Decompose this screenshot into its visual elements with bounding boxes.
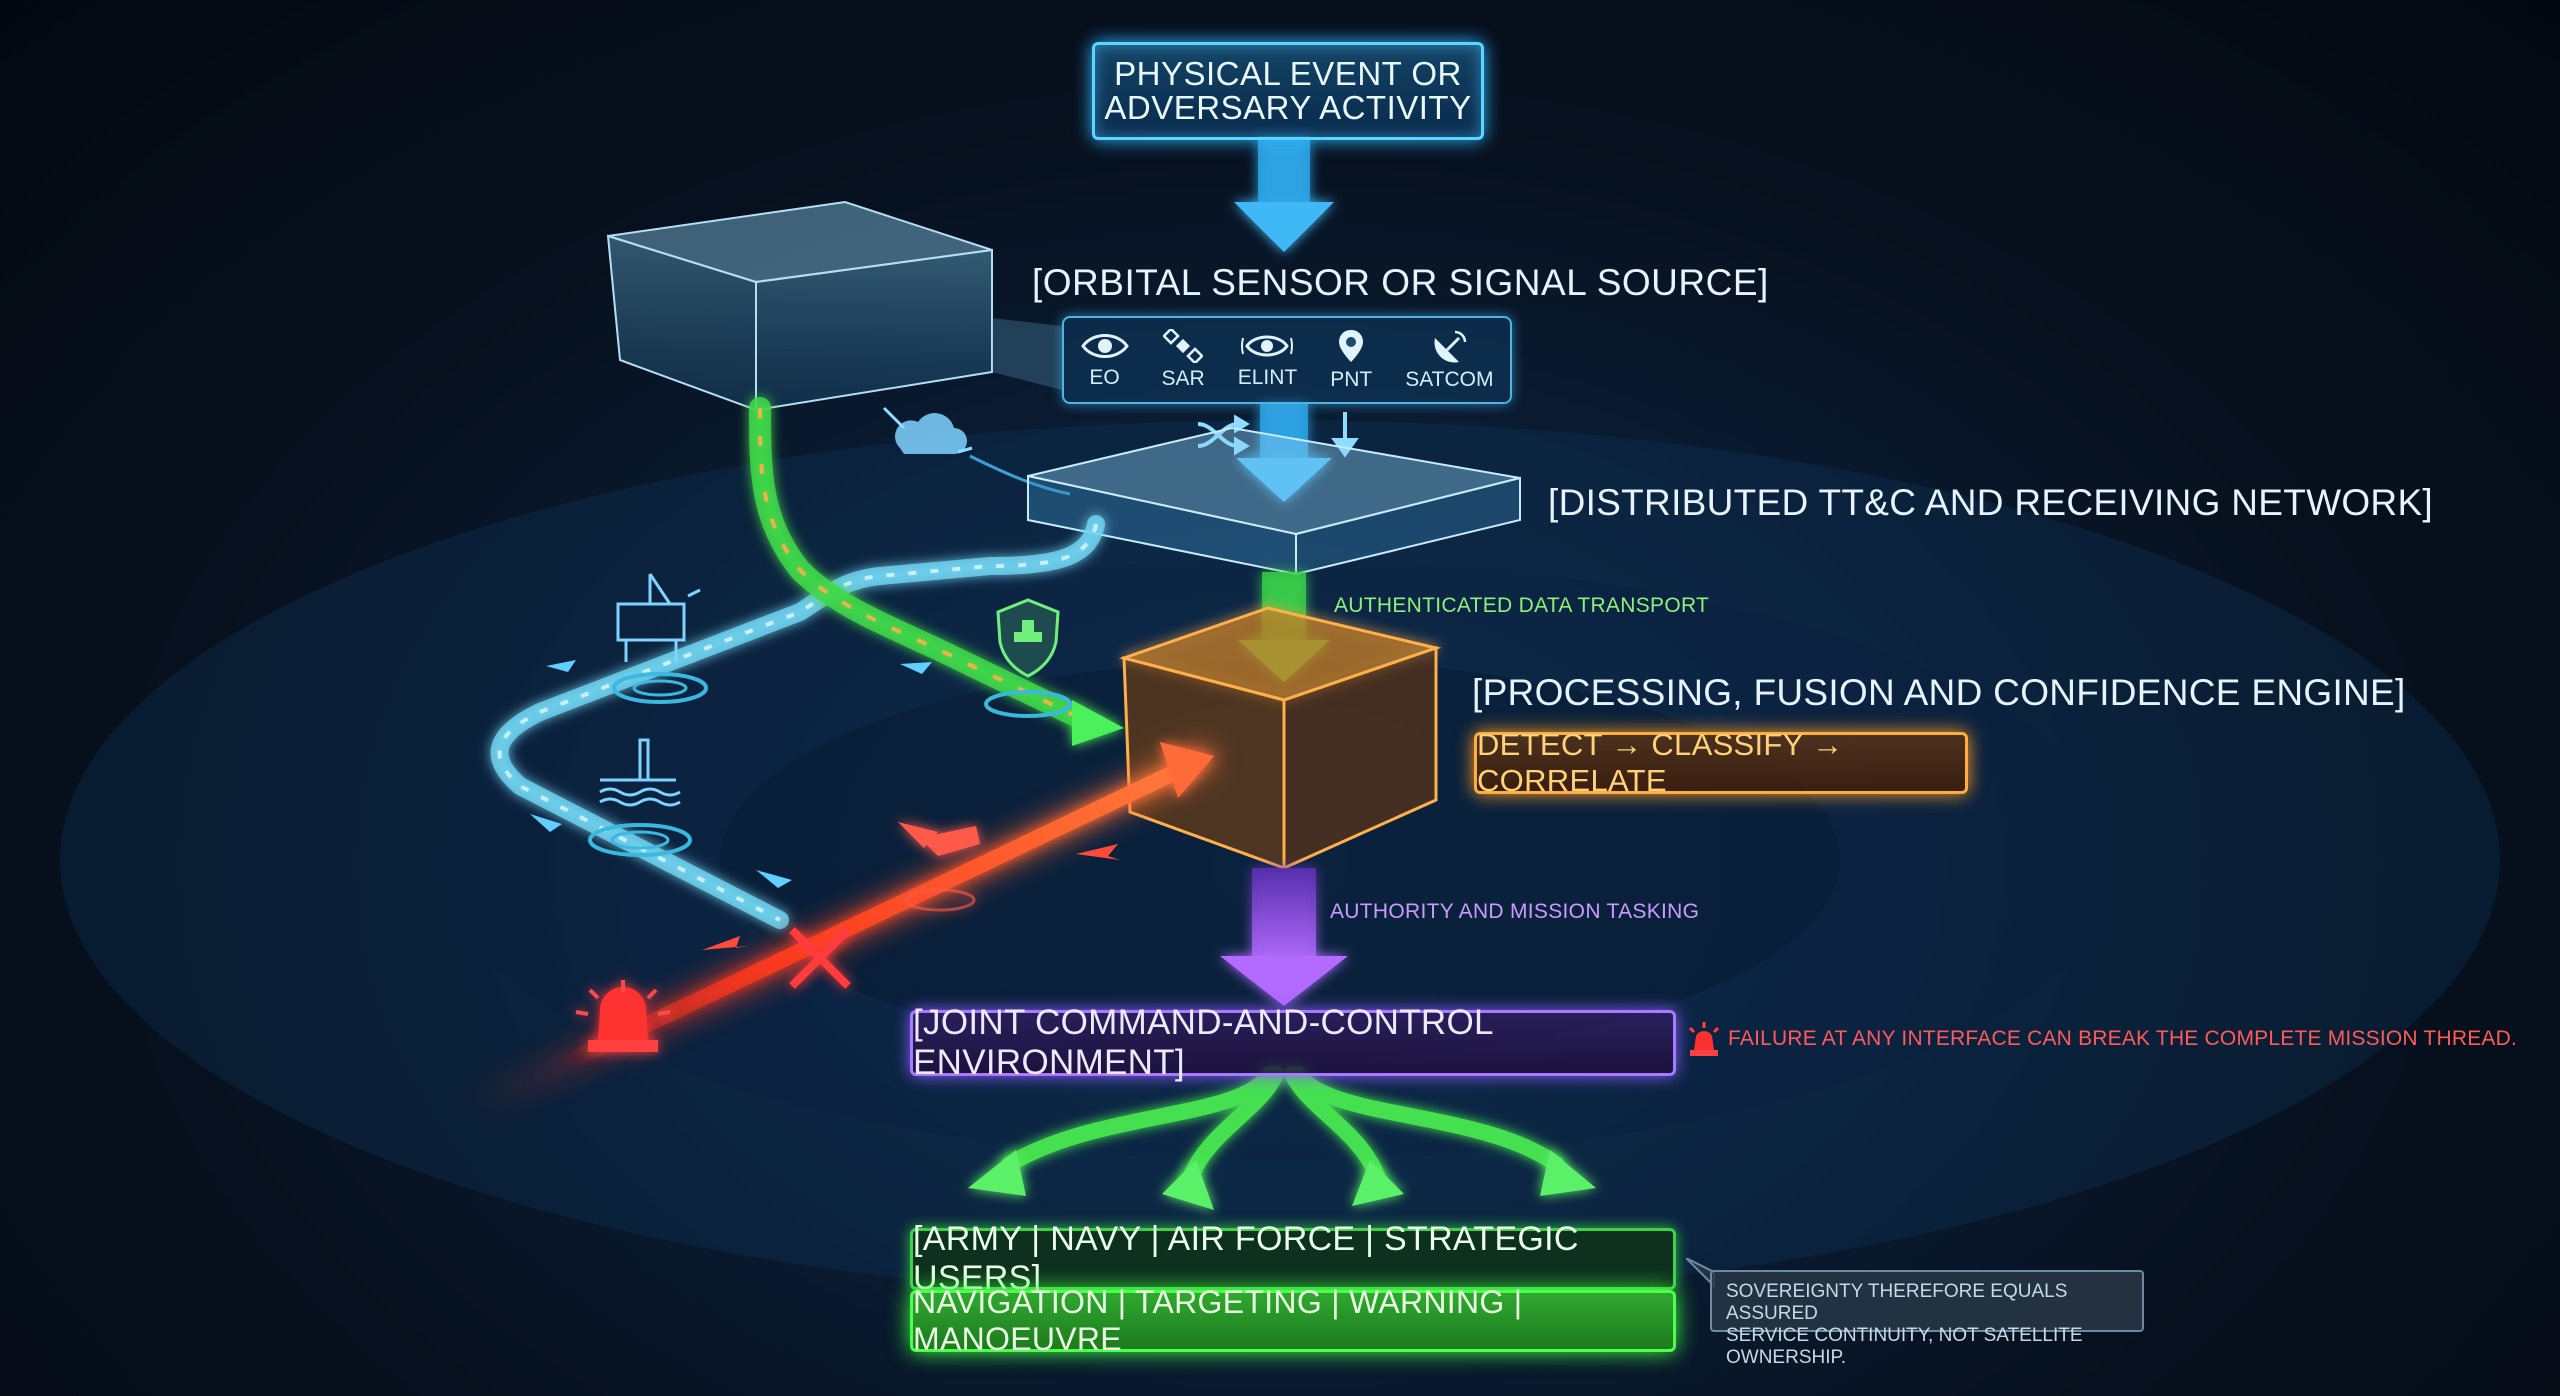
- sensor-type-eo: EO: [1080, 330, 1129, 390]
- arrow-event-to-sensor: [1234, 136, 1334, 252]
- processing-cube: [1118, 606, 1442, 871]
- transport-label: AUTHENTICATED DATA TRANSPORT: [1334, 594, 1710, 617]
- aircraft-icon: [898, 822, 980, 912]
- event-line-1: PHYSICAL EVENT OR: [1114, 55, 1462, 92]
- arrowheads-to-users: [968, 1150, 1596, 1210]
- eye-icon: [1080, 334, 1129, 358]
- sensor-connector: [992, 318, 1062, 390]
- processing-title: [PROCESSING, FUSION AND CONFIDENCE ENGIN…: [1472, 672, 2406, 713]
- c2-title: [JOINT COMMAND-AND-CONTROL ENVIRONMENT]: [913, 1003, 1493, 1082]
- shuffle-icon: [1197, 414, 1250, 456]
- ttc-network-plate: [1027, 426, 1521, 576]
- arrow-sensor-to-network: [1236, 402, 1332, 502]
- cloud-link-line: [969, 454, 1071, 496]
- failure-alarm-icon: [1688, 1022, 1720, 1056]
- processing-steps-box: DETECT → CLASSIFY → CORRELATE: [1474, 727, 1968, 798]
- alarm-beacon-icon: [575, 980, 671, 1052]
- shield-icon: [984, 598, 1072, 718]
- sovereignty-callout: SOVEREIGNTY THEREFORE EQUALS ASSURED SER…: [1710, 1270, 2144, 1368]
- sensor-type-elint: ELINT: [1237, 330, 1298, 390]
- sensor-type-label: ELINT: [1237, 366, 1298, 389]
- users-label: [ARMY | NAVY | AIR FORCE | STRATEGIC USE…: [913, 1220, 1579, 1297]
- c2-environment-box: [JOINT COMMAND-AND-CONTROL ENVIRONMENT]: [910, 1003, 1676, 1082]
- event-line-2: ADVERSARY ACTIVITY: [1104, 89, 1472, 126]
- sovereignty-line-2: SERVICE CONTINUITY, NOT SATELLITE OWNERS…: [1726, 1325, 2083, 1368]
- sensor-type-label: SATCOM: [1405, 368, 1494, 391]
- ttc-network-title: [DISTRIBUTED TT&C AND RECEIVING NETWORK]: [1548, 482, 2434, 523]
- satellite-icon: [1163, 329, 1204, 363]
- oil-rig-icon: [612, 573, 708, 704]
- arrow-processing-to-c2: [1220, 868, 1348, 1006]
- green-flow-path: [749, 397, 1124, 746]
- cyan-flow-arrows: [530, 660, 932, 888]
- physical-event-box: PHYSICAL EVENT OR ADVERSARY ACTIVITY: [1092, 42, 1484, 140]
- users-box: [ARMY | NAVY | AIR FORCE | STRATEGIC USE…: [910, 1220, 1676, 1297]
- failure-note: FAILURE AT ANY INTERFACE CAN BREAK THE C…: [1728, 1027, 2518, 1050]
- offshore-platform-icon: [588, 738, 692, 857]
- location-pin-icon: [1339, 330, 1364, 362]
- tasking-label: AUTHORITY AND MISSION TASKING: [1330, 900, 1700, 923]
- sovereignty-line-1: SOVEREIGNTY THEREFORE EQUALS ASSURED: [1726, 1281, 2068, 1324]
- orbital-sensor-cube: [606, 200, 993, 412]
- sensor-type-sar: SAR: [1162, 329, 1205, 391]
- eye-signal-icon: [1241, 335, 1294, 357]
- sensor-type-pnt: PNT: [1330, 328, 1372, 392]
- satellite-dish-icon: [1434, 330, 1467, 363]
- orbital-sensor-title: [ORBITAL SENSOR OR SIGNAL SOURCE]: [1032, 262, 1769, 303]
- sensor-type-label: EO: [1089, 366, 1120, 389]
- sensor-type-label: PNT: [1330, 368, 1373, 391]
- red-flow-arrows: [702, 844, 1120, 950]
- sensor-type-satcom: SATCOM: [1405, 328, 1493, 392]
- functions-label: NAVIGATION | TARGETING | WARNING | MANOE…: [913, 1284, 1523, 1357]
- sensor-type-label: SAR: [1161, 367, 1205, 390]
- sensor-type-panel: EO SAR ELINT PNT SATCOM: [1062, 316, 1512, 404]
- functions-box: NAVIGATION | TARGETING | WARNING | MANOE…: [910, 1284, 1676, 1357]
- cloud-link-icon: [882, 406, 973, 454]
- processing-steps: DETECT → CLASSIFY → CORRELATE: [1477, 727, 1844, 798]
- break-x-icon: [789, 927, 851, 989]
